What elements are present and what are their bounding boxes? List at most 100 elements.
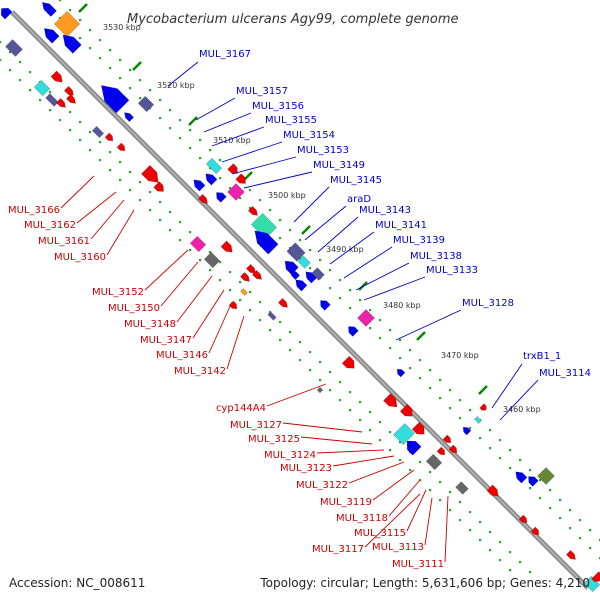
strand-dot xyxy=(379,337,382,340)
gene-shape xyxy=(297,255,311,269)
gene-block xyxy=(357,309,375,327)
reverse-gene-label[interactable]: MUL_3138 xyxy=(410,251,462,262)
strand-dot xyxy=(419,377,422,380)
forward-gene-label[interactable]: MUL_3161 xyxy=(38,236,90,247)
reverse-gene-label[interactable]: MUL_3128 xyxy=(462,298,514,309)
strand-dot xyxy=(449,407,452,410)
reverse-gene-arrow xyxy=(254,230,279,255)
reverse-gene-label[interactable]: MUL_3145 xyxy=(330,175,382,186)
reverse-gene-label[interactable]: MUL_3157 xyxy=(236,86,288,97)
topology-summary: Topology: circular; Length: 5,631,606 bp… xyxy=(259,576,590,590)
reverse-gene-label[interactable]: MUL_3149 xyxy=(313,160,365,171)
strand-dot xyxy=(209,149,212,152)
strand-dot xyxy=(209,251,212,254)
gene-shape xyxy=(197,193,208,204)
reverse-gene-label[interactable]: MUL_3143 xyxy=(359,205,411,216)
gene-shape xyxy=(448,444,458,454)
forward-label-leader xyxy=(76,191,117,224)
forward-gene-label[interactable]: MUL_3117 xyxy=(312,544,364,555)
strand-dot xyxy=(269,209,272,212)
gene-shape xyxy=(50,70,63,83)
reverse-gene-label[interactable]: MUL_3167 xyxy=(199,49,251,60)
kbp-label: 3500 kbp xyxy=(268,191,306,200)
forward-gene-label[interactable]: MUL_3123 xyxy=(280,463,332,474)
forward-gene-label[interactable]: MUL_3122 xyxy=(296,480,348,491)
strand-dot xyxy=(69,111,72,114)
forward-gene-label[interactable]: MUL_3166 xyxy=(8,205,60,216)
strand-dot xyxy=(399,357,402,360)
reverse-gene-label[interactable]: MUL_3141 xyxy=(375,220,427,231)
gene-shape xyxy=(311,267,325,281)
forward-gene-label[interactable]: MUL_3152 xyxy=(92,287,144,298)
forward-gene-label[interactable]: MUL_3111 xyxy=(392,559,444,570)
gene-block xyxy=(297,255,311,269)
strand-dot xyxy=(99,141,102,144)
reverse-gene-label[interactable]: MUL_3155 xyxy=(265,115,317,126)
kbp-tick xyxy=(132,61,142,71)
forward-gene-label[interactable]: MUL_3113 xyxy=(372,542,424,553)
forward-label-leader xyxy=(208,301,233,354)
strand-dot xyxy=(319,361,322,364)
forward-gene-arrow xyxy=(251,269,262,280)
reverse-gene-arrow xyxy=(124,112,135,123)
forward-gene-label[interactable]: MUL_3127 xyxy=(230,420,282,431)
forward-gene-arrow xyxy=(228,300,238,310)
forward-gene-label[interactable]: MUL_3150 xyxy=(108,303,160,314)
strand-dot xyxy=(229,289,232,292)
forward-gene-arrow xyxy=(104,132,114,142)
strand-dot xyxy=(199,139,202,142)
strand-dot xyxy=(59,0,62,2)
reverse-label-leader xyxy=(304,205,347,241)
reverse-gene-label[interactable]: MUL_3156 xyxy=(252,101,304,112)
reverse-label-leader xyxy=(363,276,426,301)
forward-gene-label[interactable]: MUL_3146 xyxy=(156,350,208,361)
forward-gene-label[interactable]: MUL_3115 xyxy=(354,528,406,539)
forward-gene-label[interactable]: MUL_3147 xyxy=(140,335,192,346)
strand-dot xyxy=(69,129,72,132)
strand-dot xyxy=(439,481,442,484)
strand-dot xyxy=(0,41,2,44)
forward-gene-arrow xyxy=(153,181,164,192)
strand-dot xyxy=(389,449,392,452)
forward-gene-label[interactable]: MUL_3148 xyxy=(124,319,176,330)
reverse-gene-label[interactable]: MUL_3154 xyxy=(283,130,335,141)
reverse-gene-arrow xyxy=(62,34,82,54)
strand-dot xyxy=(519,459,522,462)
forward-gene-label[interactable]: MUL_3160 xyxy=(54,252,106,263)
strand-dot xyxy=(109,151,112,154)
forward-gene-arrow xyxy=(530,526,540,536)
forward-gene-label[interactable]: MUL_3119 xyxy=(320,497,372,508)
strand-dot xyxy=(229,271,232,274)
forward-gene-label[interactable]: MUL_3125 xyxy=(248,434,300,445)
gene-shape xyxy=(41,1,57,17)
strand-dot xyxy=(509,569,512,572)
strand-dot xyxy=(459,501,462,504)
strand-dot xyxy=(469,427,472,430)
gene-shape xyxy=(295,279,308,292)
strand-dot xyxy=(159,219,162,222)
forward-gene-label[interactable]: cyp144A4 xyxy=(216,403,266,414)
reverse-gene-label[interactable]: MUL_3114 xyxy=(539,368,591,379)
forward-gene-label[interactable]: MUL_3118 xyxy=(336,513,388,524)
forward-gene-label[interactable]: MUL_3142 xyxy=(174,366,226,377)
reverse-gene-label[interactable]: MUL_3133 xyxy=(426,265,478,276)
reverse-gene-label[interactable]: MUL_3153 xyxy=(297,145,349,156)
strand-dot xyxy=(479,521,482,524)
strand-dot xyxy=(389,329,392,332)
forward-gene-label[interactable]: MUL_3162 xyxy=(24,220,76,231)
strand-dot xyxy=(489,429,492,432)
reverse-gene-label[interactable]: araD xyxy=(347,194,371,205)
gene-shape xyxy=(116,142,126,152)
gene-shape xyxy=(104,132,114,142)
reverse-gene-label[interactable]: trxB1_1 xyxy=(523,351,561,362)
forward-gene-arrow xyxy=(383,393,398,408)
forward-gene-arrow xyxy=(341,355,355,369)
gene-shape xyxy=(33,79,51,97)
forward-label-leader xyxy=(266,383,327,407)
forward-label-leader xyxy=(144,249,189,291)
reverse-gene-label[interactable]: MUL_3139 xyxy=(393,235,445,246)
gene-shape xyxy=(205,157,223,175)
forward-gene-arrow xyxy=(247,205,258,216)
strand-dot xyxy=(69,9,72,12)
forward-gene-label[interactable]: MUL_3124 xyxy=(264,450,316,461)
